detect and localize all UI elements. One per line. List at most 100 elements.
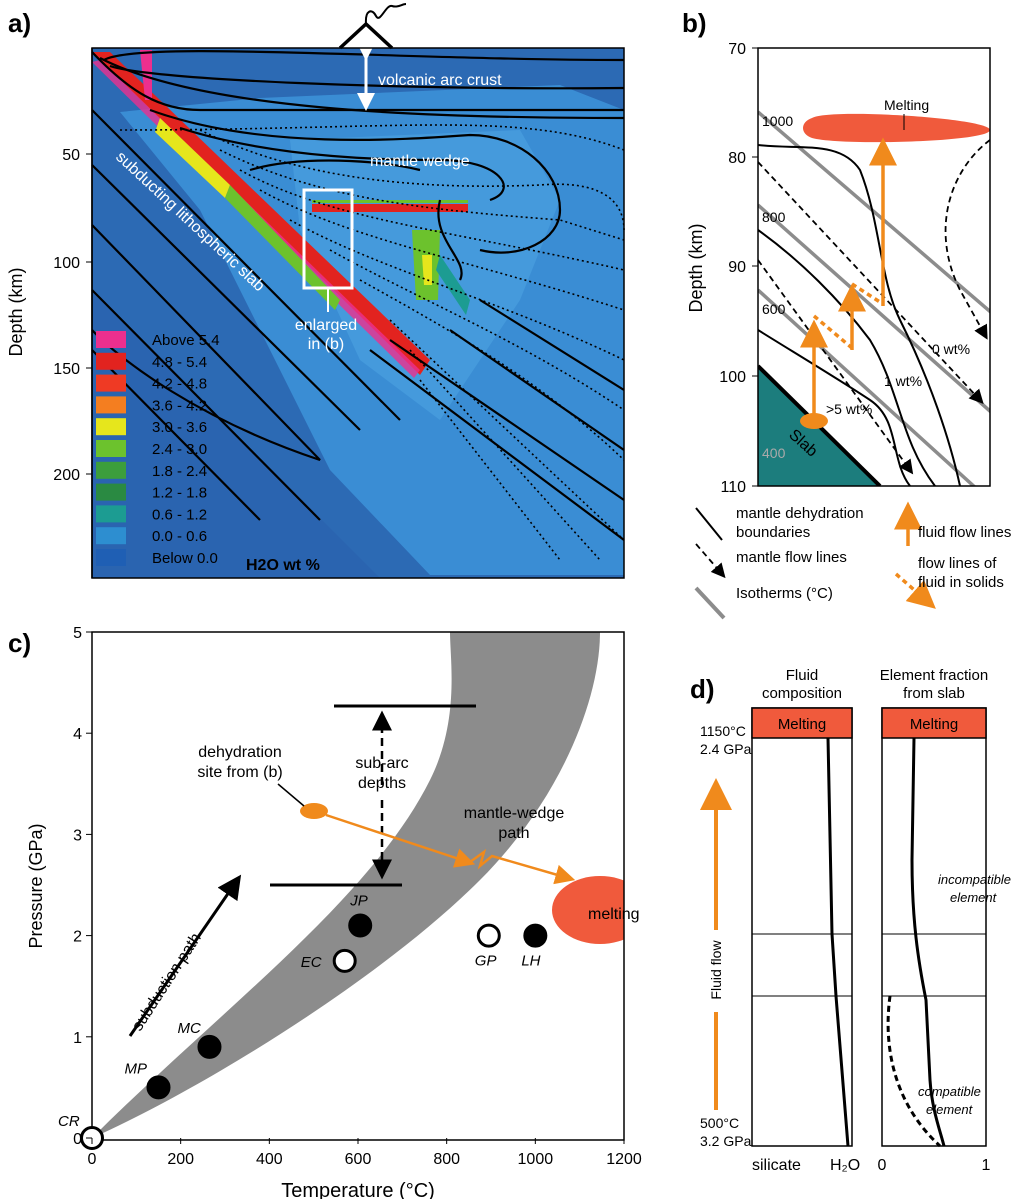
flow-lines-dotted bbox=[119, 124, 625, 561]
melting-zone-b bbox=[803, 113, 990, 143]
legend-fluid-solids-2: fluid in solids bbox=[918, 574, 1004, 591]
top-temp: 1150°C bbox=[700, 723, 746, 739]
panel-a-label: a) bbox=[8, 8, 31, 38]
legend-label: 0.0 - 0.6 bbox=[152, 528, 207, 545]
wedge-path-arrow-2 bbox=[469, 848, 576, 885]
data-point-label: CR bbox=[58, 1113, 80, 1130]
silicate-label: silicate bbox=[752, 1157, 801, 1174]
dehydration-site-b bbox=[800, 413, 828, 429]
data-point-mc bbox=[197, 1034, 222, 1059]
panel-c-ylabel: Pressure (GPa) bbox=[26, 823, 46, 948]
y-tick-label: 2 bbox=[73, 929, 82, 946]
panel-a-frame bbox=[91, 47, 625, 579]
legend-swatch bbox=[96, 396, 126, 414]
b-tick-70: 70 bbox=[728, 41, 746, 58]
wet-patch-2 bbox=[422, 255, 432, 285]
mantle-wedge-label: mantle wedge bbox=[370, 153, 470, 170]
element-melting-label: Melting bbox=[910, 716, 958, 733]
data-point-jp bbox=[348, 913, 373, 938]
wt1-label: 1 wt% bbox=[884, 373, 922, 389]
melting-label-b: Melting bbox=[884, 97, 929, 113]
fluid-melting-bar bbox=[751, 707, 853, 739]
a-tick-100: 100 bbox=[53, 255, 80, 272]
x-tick-label: 200 bbox=[167, 1151, 194, 1168]
legend-title: H2O wt % bbox=[246, 557, 320, 574]
melt-band-edge bbox=[312, 200, 468, 203]
iso-400: 400 bbox=[762, 445, 786, 461]
element-title-1: Element fraction bbox=[880, 667, 988, 684]
y-tick-label: 1 bbox=[73, 1030, 82, 1047]
data-point-gp bbox=[476, 923, 501, 948]
wedge-path-arrow-1 bbox=[325, 813, 476, 868]
fluid-title-2: composition bbox=[762, 685, 842, 702]
slab-green-2 bbox=[225, 185, 340, 310]
iso-800: 800 bbox=[762, 209, 786, 225]
panel-d: d) Fluid composition Element fraction fr… bbox=[690, 667, 1011, 1174]
legend-fluid-flow: fluid flow lines bbox=[918, 524, 1011, 541]
legend-swatch bbox=[96, 505, 126, 523]
slab-green bbox=[155, 118, 230, 198]
melting-label-c: melting bbox=[588, 906, 640, 923]
compatible-label-2: element bbox=[926, 1102, 974, 1117]
panel-b-legend: mantle dehydration boundaries mantle flo… bbox=[694, 501, 1011, 620]
panel-b-yticks: 70 80 90 100 110 bbox=[719, 41, 758, 496]
legend-label: 2.4 - 3.0 bbox=[152, 441, 207, 458]
data-point-lh bbox=[523, 923, 548, 948]
legend-swatch bbox=[96, 374, 126, 392]
legend-dehydration-1: mantle dehydration bbox=[736, 505, 864, 522]
element-box bbox=[881, 707, 987, 1147]
subarc-label-2: depths bbox=[358, 775, 406, 792]
element-melting-bar bbox=[881, 707, 987, 739]
x0-label: 0 bbox=[878, 1157, 887, 1174]
legend-swatch bbox=[96, 352, 126, 370]
x1-label: 1 bbox=[982, 1157, 991, 1174]
panel-a: a) bbox=[6, 3, 625, 579]
b-tick-80: 80 bbox=[728, 150, 746, 167]
panel-a-yticks: 50 100 150 200 bbox=[53, 147, 92, 484]
panel-b-ylabel: Depth (km) bbox=[686, 223, 706, 312]
y-tick-label: 5 bbox=[73, 625, 82, 642]
incompatible-label-1: incompatible bbox=[938, 872, 1011, 887]
arc-crust-label: volcanic arc crust bbox=[378, 72, 502, 89]
legend-label: 0.6 - 1.2 bbox=[152, 506, 207, 523]
legend-swatch bbox=[96, 440, 126, 457]
b-tick-100: 100 bbox=[719, 369, 746, 386]
data-point-mp bbox=[146, 1075, 171, 1100]
a-tick-150: 150 bbox=[53, 361, 80, 378]
compatible-curve bbox=[886, 995, 942, 1148]
legend-isotherms: Isotherms (°C) bbox=[736, 585, 833, 602]
a-tick-50: 50 bbox=[62, 147, 80, 164]
dehydration-label-1: dehydration bbox=[198, 744, 282, 761]
legend-label: Above 5.4 bbox=[152, 332, 220, 349]
incompatible-curve bbox=[910, 737, 946, 1147]
data-point-ec bbox=[332, 948, 357, 973]
iso-600: 600 bbox=[762, 301, 786, 317]
mantle-flow-lines bbox=[758, 139, 990, 475]
x-tick-label: 600 bbox=[345, 1151, 372, 1168]
legend-swatch bbox=[96, 527, 126, 545]
x-tick-label: 800 bbox=[433, 1151, 460, 1168]
x-tick-label: 400 bbox=[256, 1151, 283, 1168]
subarc-label-1: sub-arc bbox=[355, 755, 408, 772]
y-tick-label: 0 bbox=[73, 1131, 82, 1148]
fluid-flow-paths bbox=[800, 137, 897, 420]
data-point-label: MC bbox=[177, 1020, 200, 1037]
panel-a-ylabel: Depth (km) bbox=[6, 267, 26, 356]
melting-zone-c bbox=[552, 876, 624, 944]
volcano bbox=[338, 21, 394, 50]
top-press: 2.4 GPa bbox=[700, 741, 752, 757]
panel-c: c) sub-arc depths dehydration site from … bbox=[8, 625, 642, 1199]
wt5-label: >5 wt% bbox=[826, 401, 872, 417]
slab-upper-red bbox=[140, 50, 152, 100]
x-tick-label: 0 bbox=[88, 1151, 97, 1168]
dehydration-site-c bbox=[300, 803, 328, 819]
slab-wet-band bbox=[92, 52, 430, 375]
enlarged-label-2: in (b) bbox=[308, 336, 344, 353]
iso-1000: 1000 bbox=[762, 113, 793, 129]
panel-c-xlabel: Temperature (°C) bbox=[281, 1180, 435, 1199]
subduction-path-arrow bbox=[128, 874, 242, 1037]
enlarged-label-1: enlarged bbox=[295, 317, 357, 334]
wedge-path-label-1: mantle-wedge bbox=[464, 805, 565, 822]
fluid-flow-label-bg bbox=[706, 930, 726, 1012]
